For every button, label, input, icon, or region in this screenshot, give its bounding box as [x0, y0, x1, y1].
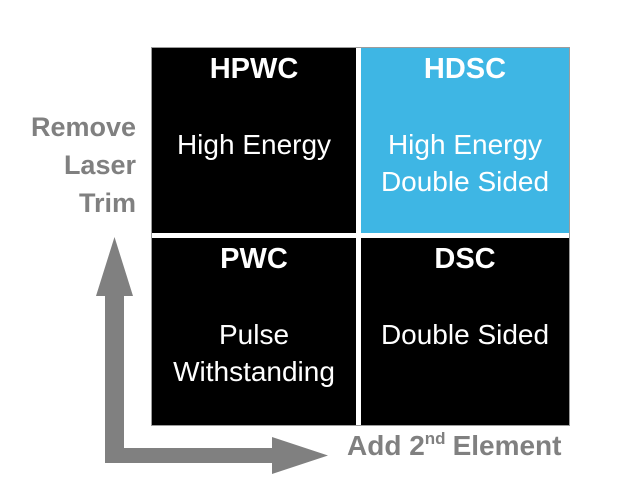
cell-hpwc-description: High Energy [152, 126, 356, 163]
quadrant-grid: HPWC High Energy HDSC High Energy Double… [151, 47, 570, 426]
cell-dsc: DSC Double Sided [361, 238, 569, 425]
cell-hdsc-code: HDSC [423, 53, 507, 85]
cell-hdsc-description: High Energy Double Sided [361, 126, 569, 200]
cell-pwc-code: PWC [220, 243, 288, 275]
cell-pwc: PWC Pulse Withstanding [152, 238, 356, 425]
right-arrow-icon [105, 437, 328, 474]
cell-hpwc-code: HPWC [209, 53, 299, 85]
x-axis-label: Add 2nd Element [347, 429, 562, 462]
y-axis-line-2: Laser [63, 150, 136, 180]
cell-pwc-desc-line-1: Pulse [218, 319, 290, 350]
cell-dsc-code: DSC [434, 243, 496, 275]
cell-dsc-desc-line-1: Double Sided [380, 319, 550, 350]
y-axis-line-3: Trim [78, 188, 136, 218]
y-axis-label: Remove Laser Trim [0, 108, 136, 222]
cell-pwc-description: Pulse Withstanding [152, 316, 356, 390]
cell-hdsc-desc-line-1: High Energy [387, 129, 543, 160]
cell-hpwc-desc-line-1: High Energy [176, 129, 332, 160]
cell-hdsc-desc-line-2: Double Sided [380, 166, 550, 197]
cell-dsc-description: Double Sided [361, 316, 569, 353]
y-axis-line-1: Remove [30, 112, 136, 142]
cell-hpwc: HPWC High Energy [152, 48, 356, 233]
cell-pwc-desc-line-2: Withstanding [173, 356, 335, 387]
x-axis-label-prefix: Add 2 [347, 430, 425, 461]
up-arrow-icon [96, 237, 133, 463]
x-axis-label-suffix: Element [452, 430, 562, 461]
cell-hdsc: HDSC High Energy Double Sided [361, 48, 569, 233]
x-axis-label-superscript: nd [424, 429, 446, 448]
